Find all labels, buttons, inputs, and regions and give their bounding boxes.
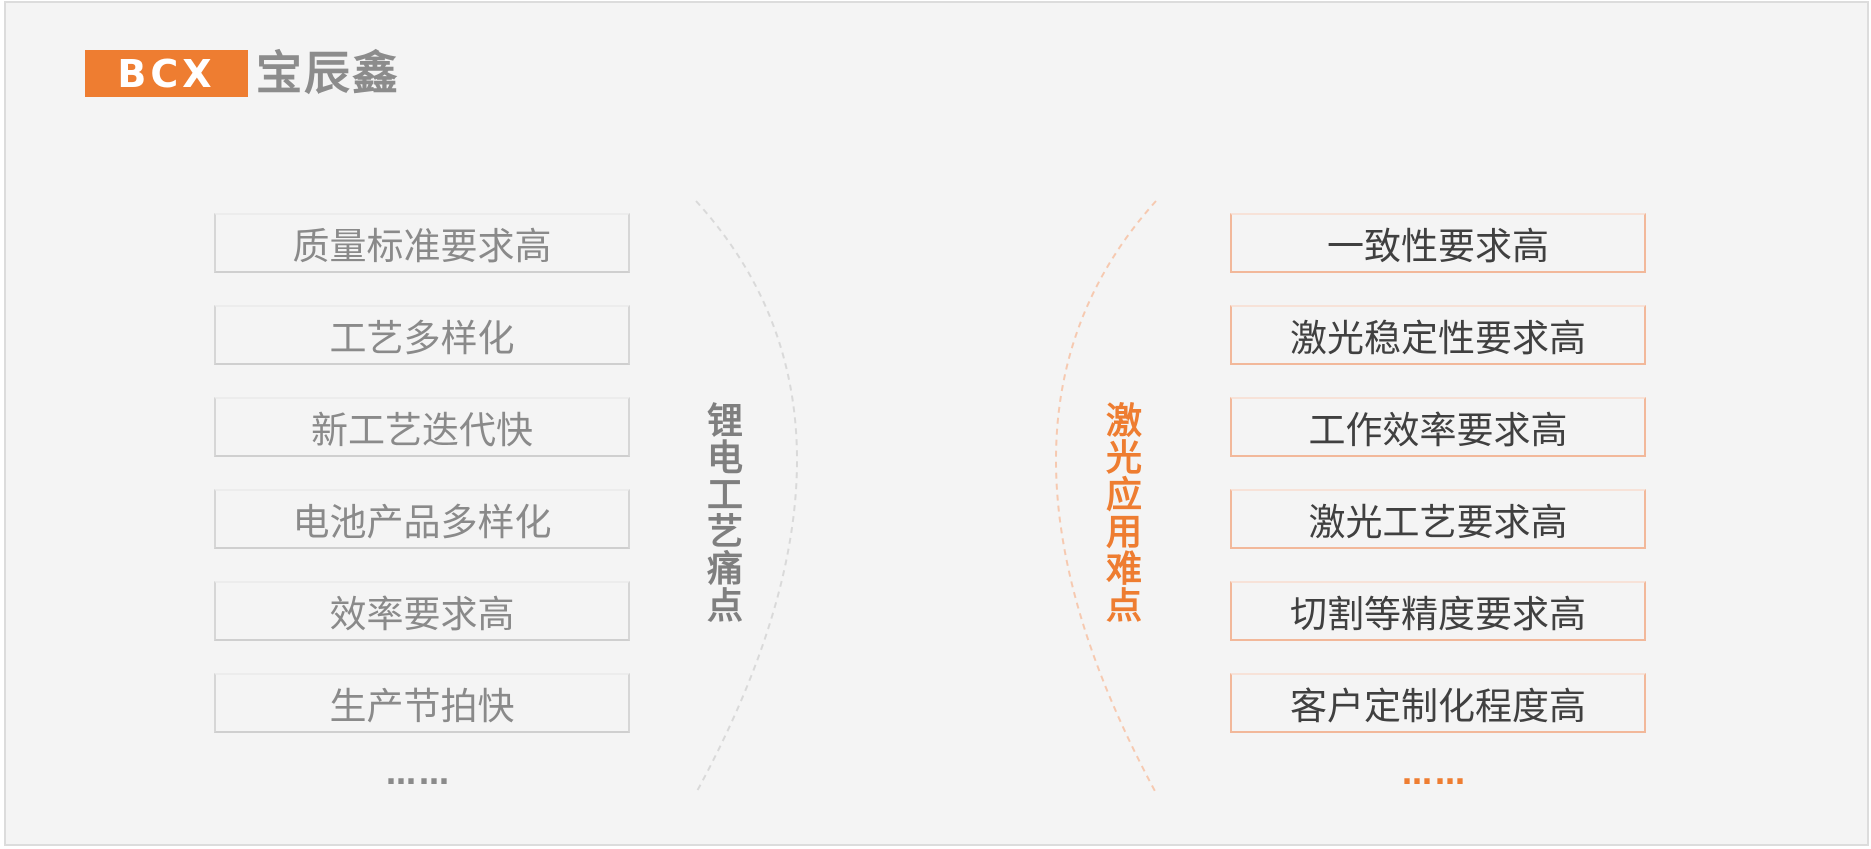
difficulty-label: 一致性要求高 [1327, 225, 1549, 268]
left-ellipsis: …… [386, 757, 452, 792]
pain-point-label: 生产节拍快 [329, 685, 515, 728]
difficulty-label: 工作效率要求高 [1308, 409, 1568, 452]
difficulty-item: 客户定制化程度高 [1230, 673, 1646, 733]
right-section-title: 激光应用难点 [1105, 401, 1142, 627]
left-arc [695, 200, 798, 794]
company-logo: BCX 宝辰鑫 [85, 50, 400, 97]
logo-badge: BCX [85, 50, 248, 97]
pain-point-item: 生产节拍快 [214, 673, 630, 733]
difficulty-label: 客户定制化程度高 [1290, 685, 1586, 728]
slide-frame: BCX 宝辰鑫 质量标准要求高 工艺多样化 新工艺迭代快 电池产品多样化 效率要… [4, 1, 1869, 846]
difficulty-item: 切割等精度要求高 [1230, 581, 1646, 641]
pain-point-item: 工艺多样化 [214, 305, 630, 365]
pain-point-item: 新工艺迭代快 [214, 397, 630, 457]
right-arc [1055, 200, 1157, 794]
pain-point-label: 新工艺迭代快 [311, 409, 533, 452]
difficulty-item: 一致性要求高 [1230, 213, 1646, 273]
pain-point-label: 效率要求高 [329, 593, 515, 636]
pain-point-label: 质量标准要求高 [292, 225, 552, 268]
pain-point-label: 电池产品多样化 [292, 501, 552, 544]
difficulty-label: 切割等精度要求高 [1290, 593, 1586, 636]
pain-point-item: 电池产品多样化 [214, 489, 630, 549]
difficulty-item: 激光工艺要求高 [1230, 489, 1646, 549]
difficulty-item: 激光稳定性要求高 [1230, 305, 1646, 365]
difficulty-label: 激光工艺要求高 [1308, 501, 1568, 544]
left-section-title: 锂电工艺痛点 [706, 401, 743, 627]
decorative-arcs [695, 200, 1157, 794]
pain-point-item: 质量标准要求高 [214, 213, 630, 273]
difficulty-label: 激光稳定性要求高 [1290, 317, 1586, 360]
right-ellipsis: …… [1402, 757, 1468, 792]
pain-point-label: 工艺多样化 [329, 317, 515, 360]
pain-point-item: 效率要求高 [214, 581, 630, 641]
logo-name: 宝辰鑫 [256, 46, 400, 100]
difficulty-item: 工作效率要求高 [1230, 397, 1646, 457]
